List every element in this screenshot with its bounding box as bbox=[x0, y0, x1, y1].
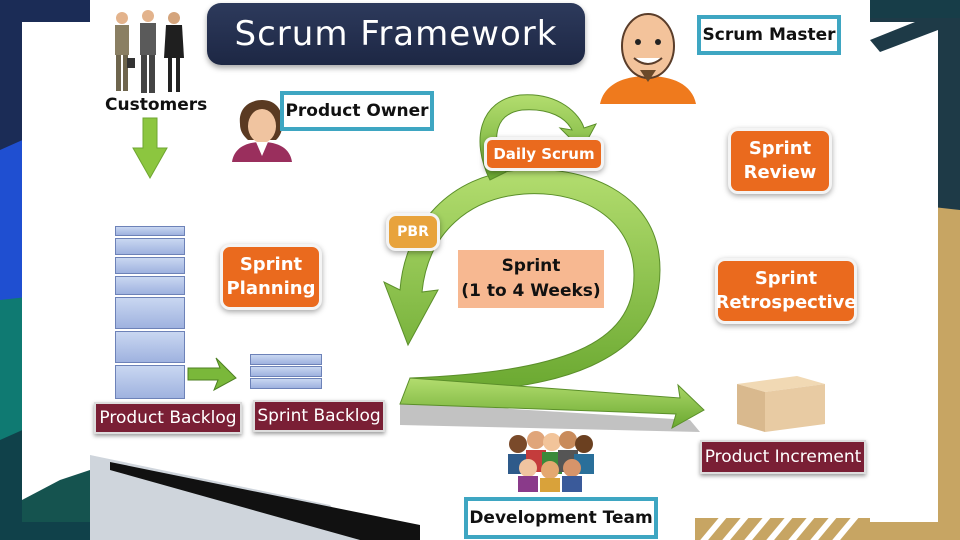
sprint-retrospective-badge: Sprint Retrospective bbox=[715, 258, 857, 324]
development-team-label: Development Team bbox=[464, 497, 658, 539]
backlog-item bbox=[115, 331, 185, 363]
customers-icon bbox=[115, 10, 184, 93]
product-increment-box-icon bbox=[737, 376, 825, 432]
customers-label: Customers bbox=[105, 95, 208, 115]
backlog-item bbox=[115, 276, 185, 295]
product-owner-icon bbox=[232, 100, 292, 162]
pbr-badge: PBR bbox=[386, 213, 440, 251]
product-owner-label: Product Owner bbox=[280, 91, 434, 131]
backlog-item bbox=[115, 365, 185, 399]
sprint-duration: (1 to 4 Weeks) bbox=[461, 281, 601, 301]
sprint-duration-box: Sprint (1 to 4 Weeks) bbox=[458, 250, 604, 308]
sprint-review-line1: Sprint bbox=[748, 137, 812, 159]
sprint-backlog-item bbox=[250, 366, 322, 377]
product-increment-label: Product Increment bbox=[700, 440, 866, 474]
backlog-item bbox=[115, 297, 185, 329]
product-backlog-label: Product Backlog bbox=[94, 402, 242, 434]
sprint-retro-line1: Sprint bbox=[754, 267, 818, 289]
sprint-planning-line1: Sprint bbox=[239, 253, 303, 275]
daily-scrum-badge: Daily Scrum bbox=[484, 137, 604, 171]
backlog-item bbox=[115, 238, 185, 255]
scrum-master-icon bbox=[600, 13, 696, 104]
sprint-planning-line2: Planning bbox=[226, 278, 316, 299]
backlog-item bbox=[115, 257, 185, 274]
sprint-title: Sprint bbox=[501, 256, 561, 277]
sprint-review-badge: Sprint Review bbox=[728, 128, 832, 194]
sprint-backlog-label: Sprint Backlog bbox=[253, 400, 385, 432]
sprint-backlog-item bbox=[250, 354, 322, 365]
sprint-retro-line2: Retrospective bbox=[715, 292, 857, 313]
backlog-item bbox=[115, 226, 185, 236]
sprint-review-line2: Review bbox=[743, 162, 817, 183]
sprint-planning-badge: Sprint Planning bbox=[220, 244, 322, 310]
scrum-master-label: Scrum Master bbox=[697, 15, 841, 55]
sprint-backlog-item bbox=[250, 378, 322, 389]
page-title: Scrum Framework bbox=[207, 3, 585, 65]
development-team-icon bbox=[508, 431, 594, 492]
